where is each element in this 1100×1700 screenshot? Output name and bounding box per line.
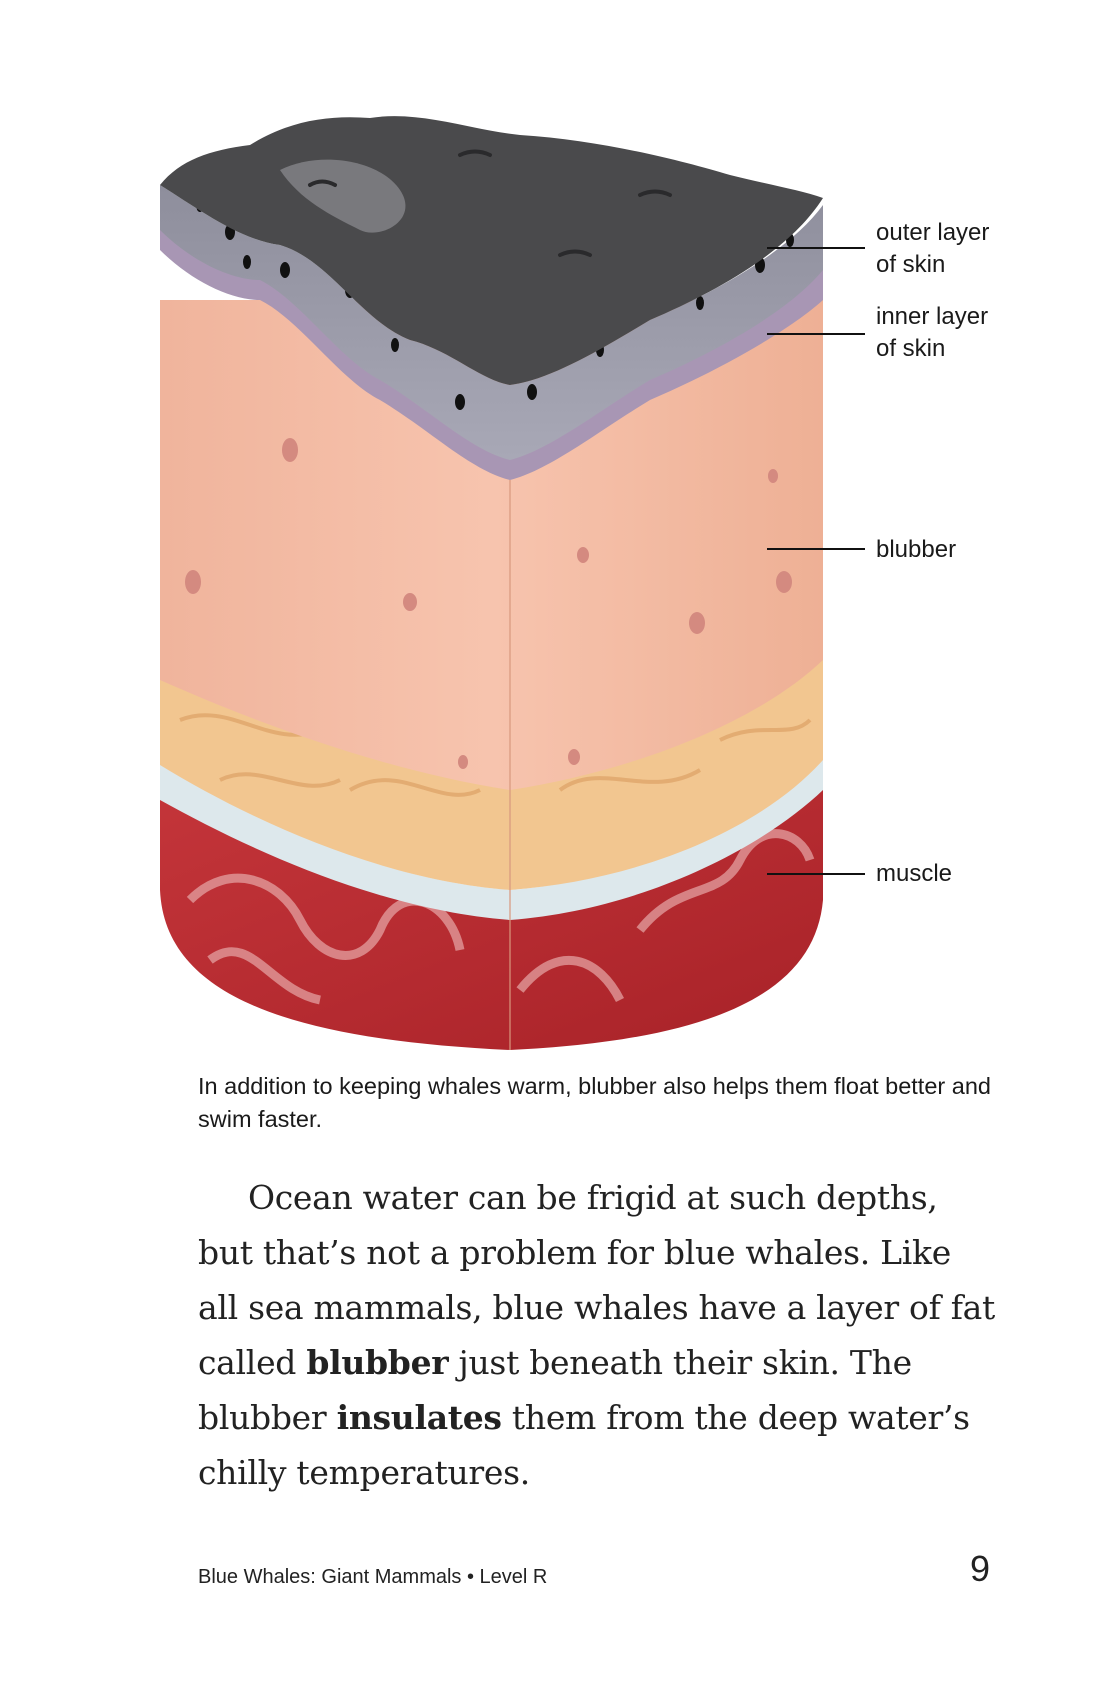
connective-band: [160, 750, 823, 920]
inner-skin-label: inner layer of skin: [876, 303, 989, 362]
body-paragraph: Ocean water can be frigid at such depths…: [198, 1170, 998, 1500]
page-number: 9: [970, 1548, 991, 1589]
outer-skin-side: [160, 185, 823, 460]
body-text-part-3: them from the deep water’s chilly temper…: [198, 1398, 970, 1492]
outer-skin-highlight: [280, 159, 406, 233]
blubber-label: blubber: [876, 536, 957, 563]
fat-layer: [160, 640, 823, 890]
muscle-leader-line: [767, 873, 865, 875]
inner-skin-leader-line: [767, 333, 865, 335]
vocab-term-blubber: blubber: [306, 1343, 449, 1382]
footer-book-title: Blue Whales: Giant Mammals • Level R: [198, 1566, 548, 1588]
muscle-label: muscle: [876, 860, 953, 887]
body-text-part-2: just beneath their skin. The blubber: [198, 1343, 912, 1437]
blubber-layer: [160, 300, 823, 790]
skin-marks: [308, 149, 672, 257]
fat-texture: [179, 713, 812, 797]
vocab-term-insulates: insulates: [336, 1398, 502, 1437]
body-text-part-1: Ocean water can be frigid at such depths…: [198, 1178, 995, 1382]
whale-skin-layers-diagram: [160, 116, 823, 1050]
muscle-fiber-pattern: [186, 829, 815, 1005]
blubber-leader-line: [767, 548, 865, 550]
outer-skin-label: outer layer of skin: [876, 219, 990, 278]
blubber-pores: [185, 438, 792, 769]
outer-skin-leader-line: [767, 247, 865, 249]
figure-caption: In addition to keeping whales warm, blub…: [198, 1073, 991, 1132]
